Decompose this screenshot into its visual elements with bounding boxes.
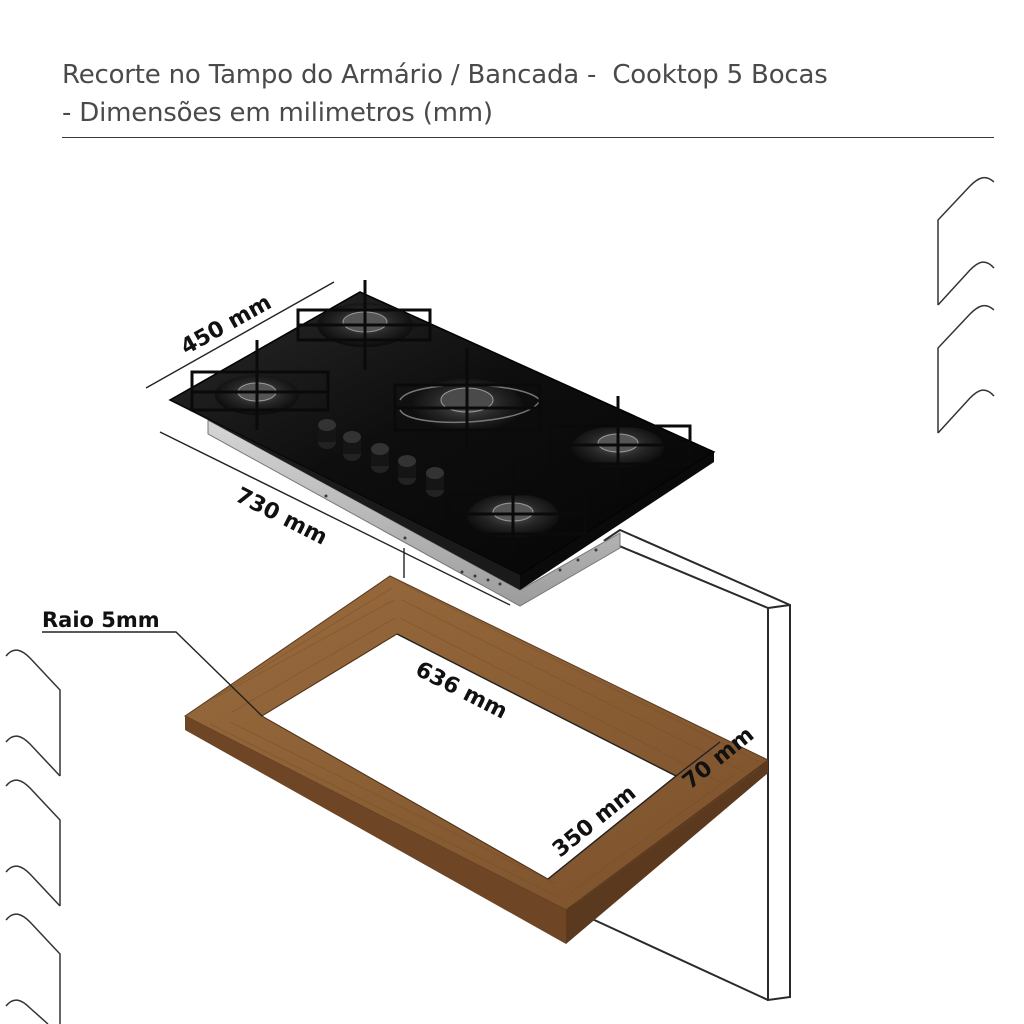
burner-center <box>393 348 542 450</box>
cooktop <box>168 280 716 607</box>
decor-chevrons-left <box>5 649 61 1024</box>
title-divider <box>62 137 994 138</box>
label-raio-5mm: Raio 5mm <box>42 608 160 632</box>
dim-line-70 <box>675 741 721 777</box>
burner-rear-left <box>296 280 432 370</box>
burner-front-center <box>446 458 587 552</box>
title-line-2: - Dimensões em milimetros (mm) <box>62 98 493 128</box>
pan-support-grate-icon <box>393 348 542 450</box>
countertop <box>184 575 769 944</box>
pan-support-grate-icon <box>548 396 692 486</box>
control-knob-icon <box>398 455 416 485</box>
dimension-lines <box>42 281 721 880</box>
dim-line-730 <box>159 431 511 606</box>
burner-right <box>548 396 692 486</box>
countertop-right-edge <box>566 760 768 944</box>
cabinet-side-panel <box>589 528 791 1002</box>
wood-grain <box>199 584 761 905</box>
dim-line-350 <box>547 775 677 880</box>
pan-support-grate-icon <box>190 340 330 430</box>
diagram-title: Recorte no Tampo do Armário / Bancada - … <box>62 56 1002 132</box>
dim-line-450 <box>145 281 335 389</box>
dim-line-636 <box>396 633 677 777</box>
cooktop-vent-holes <box>324 494 598 586</box>
control-knob-icon <box>371 443 389 473</box>
control-knobs <box>318 419 444 497</box>
pan-support-grate-icon <box>296 280 432 370</box>
pan-support-grate-icon <box>446 458 587 552</box>
burner-front-left <box>190 340 330 430</box>
control-knob-icon <box>426 467 444 497</box>
countertop-front-edge <box>185 716 566 944</box>
control-knob-icon <box>318 419 336 449</box>
control-knob-icon <box>343 431 361 461</box>
radius-leader <box>42 631 263 717</box>
title-line-1: Recorte no Tampo do Armário / Bancada - … <box>62 60 828 90</box>
decor-chevrons-right <box>937 176 995 434</box>
